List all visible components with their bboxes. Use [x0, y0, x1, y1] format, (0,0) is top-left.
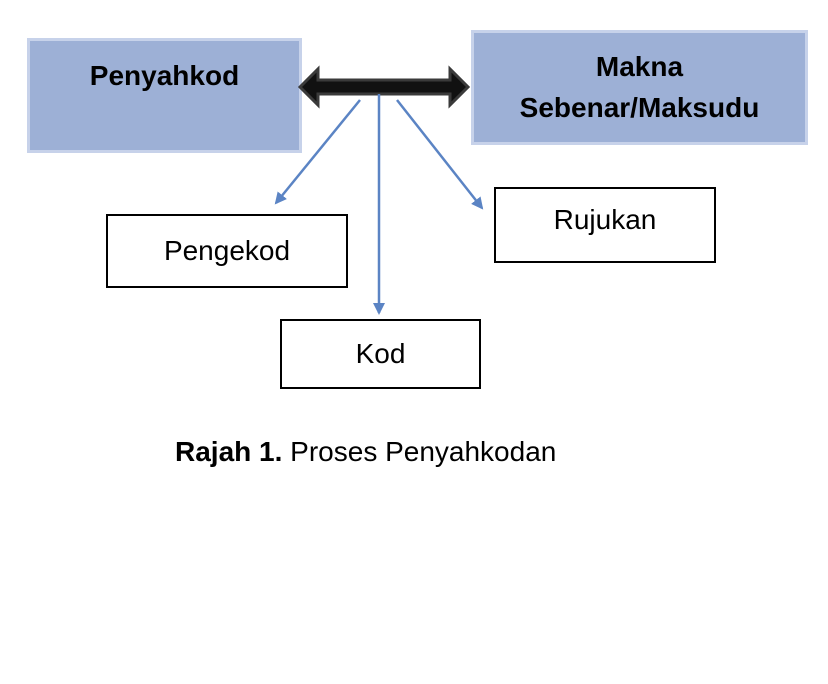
node-reference-label: Rujukan: [553, 204, 657, 235]
figure-caption: Rajah 1. Proses Penyahkodan: [175, 436, 556, 468]
node-decoder: Penyahkod: [27, 38, 302, 153]
arrow-to-encoder: [274, 99, 361, 205]
node-code: Kod: [280, 319, 481, 389]
double-arrow: [297, 65, 471, 109]
node-true-meaning-line2: Sebenar/Maksudu: [519, 91, 760, 123]
arrow-to-reference: [396, 99, 484, 210]
node-encoder: Pengekod: [106, 214, 348, 288]
node-encoder-label: Pengekod: [163, 235, 291, 266]
figure-caption-text: Proses Penyahkodan: [290, 436, 557, 467]
node-true-meaning: Makna Sebenar/Maksudu: [471, 30, 808, 145]
node-decoder-label: Penyahkod: [89, 60, 240, 92]
node-reference: Rujukan: [494, 187, 716, 263]
node-code-label: Kod: [355, 338, 406, 369]
figure-caption-label: Rajah 1.: [175, 436, 283, 467]
node-true-meaning-line1: Makna: [595, 50, 684, 82]
